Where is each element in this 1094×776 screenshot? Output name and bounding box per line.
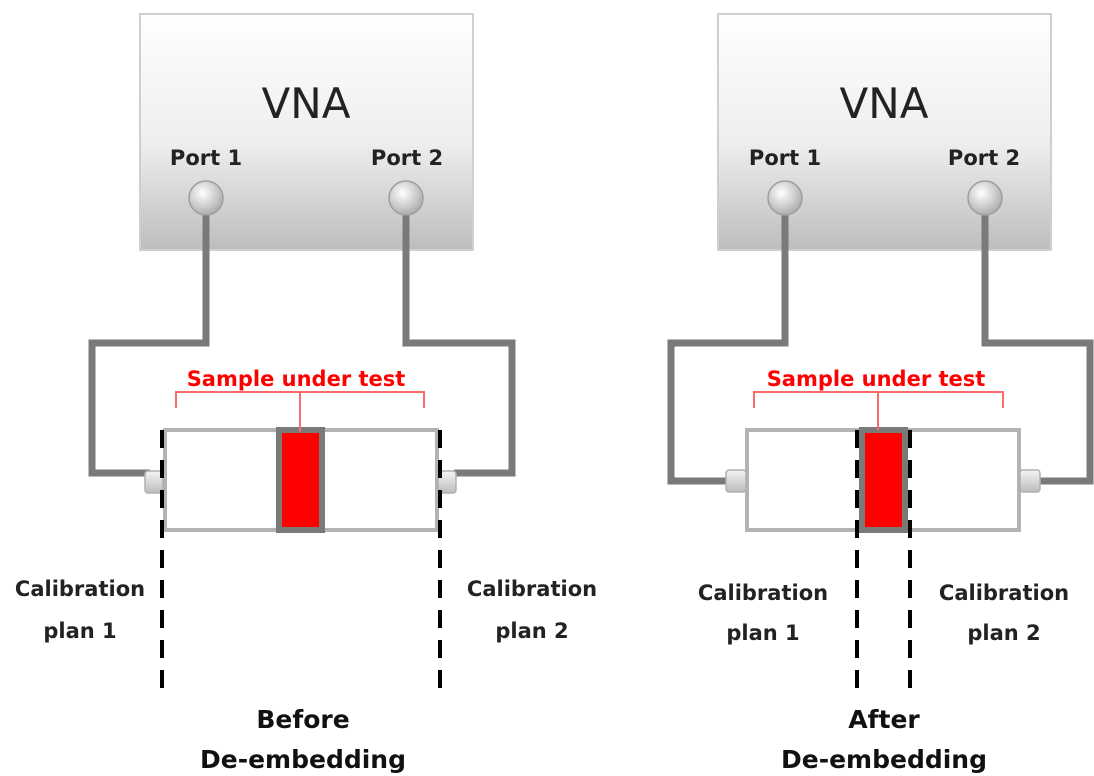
caption-line-2: De-embedding [781, 745, 987, 774]
caption-line-1: After [848, 705, 920, 734]
port2-connector [967, 180, 1003, 216]
cable-port1 [88, 202, 210, 477]
sample-under-test [859, 427, 908, 533]
calibration-plane-1-label-2: plan 1 [726, 621, 799, 645]
fixture-connector-right [1019, 469, 1041, 493]
cable-port2 [402, 202, 516, 477]
calibration-plane-1-label-2: plan 1 [43, 619, 116, 643]
fixture-connector-left [144, 470, 164, 494]
caption-line-1: Before [256, 705, 349, 734]
vna-box [139, 13, 474, 251]
port1-connector [188, 180, 224, 216]
vna-title: VNA [262, 79, 351, 128]
port2-label: Port 2 [948, 146, 1020, 170]
port1-connector [767, 180, 803, 216]
fixture-connector-right [437, 470, 457, 494]
calibration-plane-1-label: Calibration [698, 581, 828, 605]
calibration-plane-2-label: Calibration [939, 581, 1069, 605]
cable-port2 [981, 202, 1094, 485]
caption-line-2: De-embedding [200, 745, 406, 774]
port1-label: Port 1 [749, 146, 821, 170]
cable-port1 [667, 202, 789, 485]
calibration-plane-2-label-2: plan 2 [967, 621, 1040, 645]
port2-label: Port 2 [371, 146, 443, 170]
sample-bracket [753, 391, 1004, 430]
vna-box [717, 13, 1052, 251]
calibration-plane-2-label-2: plan 2 [495, 619, 568, 643]
sample-under-test [276, 427, 325, 533]
port2-connector [388, 180, 424, 216]
sample-label: Sample under test [767, 367, 986, 391]
calibration-plane-1-label: Calibration [15, 577, 145, 601]
panel-before: VNA Port 1 Port 2 Sample under test Cali… [15, 13, 597, 774]
port1-label: Port 1 [170, 146, 242, 170]
sample-bracket [175, 391, 425, 432]
sample-label: Sample under test [187, 367, 406, 391]
vna-title: VNA [840, 79, 929, 128]
panel-after: VNA Port 1 Port 2 Sample under test Cali… [667, 13, 1094, 774]
calibration-plane-2-label: Calibration [467, 577, 597, 601]
fixture-connector-left [725, 469, 747, 493]
